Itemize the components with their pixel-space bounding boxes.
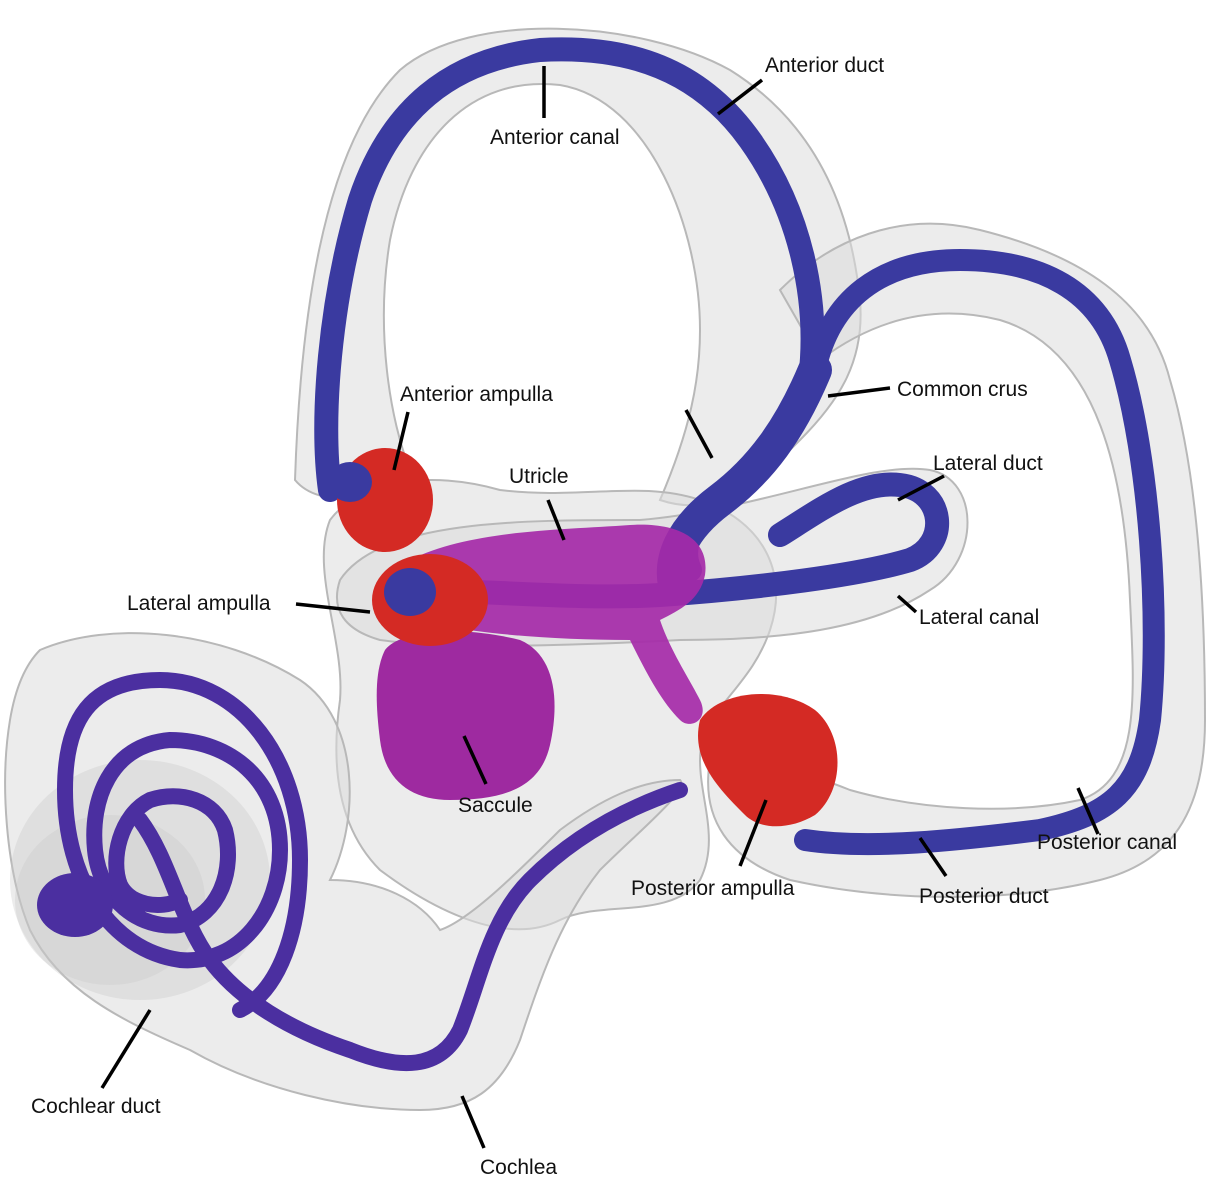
cochlear-apex bbox=[37, 873, 113, 937]
label-anterior-ampulla: Anterior ampulla bbox=[400, 383, 553, 406]
label-saccule: Saccule bbox=[458, 794, 533, 817]
label-anterior-canal: Anterior canal bbox=[490, 126, 620, 149]
label-anterior-duct: Anterior duct bbox=[765, 54, 884, 77]
label-common-crus: Common crus bbox=[897, 378, 1028, 401]
label-posterior-ampulla: Posterior ampulla bbox=[631, 877, 795, 900]
leader-cochlea bbox=[462, 1096, 484, 1148]
label-lateral-duct: Lateral duct bbox=[933, 452, 1043, 475]
label-posterior-canal: Posterior canal bbox=[1037, 831, 1177, 854]
lateral-ampulla-duct-end bbox=[384, 568, 436, 616]
label-utricle: Utricle bbox=[509, 465, 569, 488]
saccule-body bbox=[377, 631, 555, 800]
label-cochlea: Cochlea bbox=[480, 1156, 557, 1178]
anterior-ampulla-duct-end bbox=[328, 462, 372, 502]
label-cochlear-duct: Cochlear duct bbox=[31, 1095, 161, 1118]
label-posterior-duct: Posterior duct bbox=[919, 885, 1049, 908]
label-lateral-canal: Lateral canal bbox=[919, 606, 1039, 629]
label-lateral-ampulla: Lateral ampulla bbox=[127, 592, 271, 615]
leader-cochlear-duct bbox=[102, 1010, 150, 1088]
